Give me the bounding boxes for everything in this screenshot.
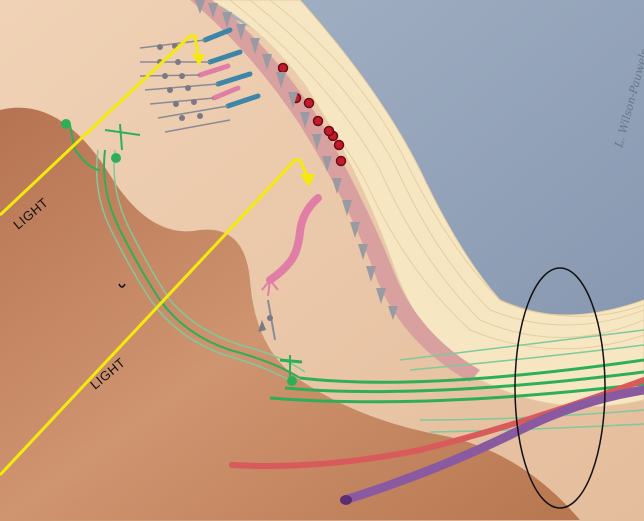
optic-nerve-sheath-ring	[514, 267, 606, 509]
light-ray-lower	[0, 158, 310, 477]
photoreceptor-outer-segments	[195, 0, 398, 320]
ganglion-cell-pathway	[95, 149, 306, 386]
light-ray-lower-arrowhead	[300, 174, 315, 187]
optic-nerve-fibers	[269, 329, 644, 433]
foveal-cone-pathway	[258, 194, 322, 341]
retinal-vein	[340, 385, 644, 505]
light-ray-upper	[0, 34, 200, 217]
optic-nerve-clamp-mark	[118, 283, 126, 288]
sclera-fiber-lines	[219, 0, 644, 350]
vein-cross-section	[340, 495, 352, 505]
vitreous-surface	[0, 107, 580, 521]
ganglion-neurons-upper	[61, 119, 141, 171]
light-ray-upper-arrowhead	[192, 54, 205, 66]
